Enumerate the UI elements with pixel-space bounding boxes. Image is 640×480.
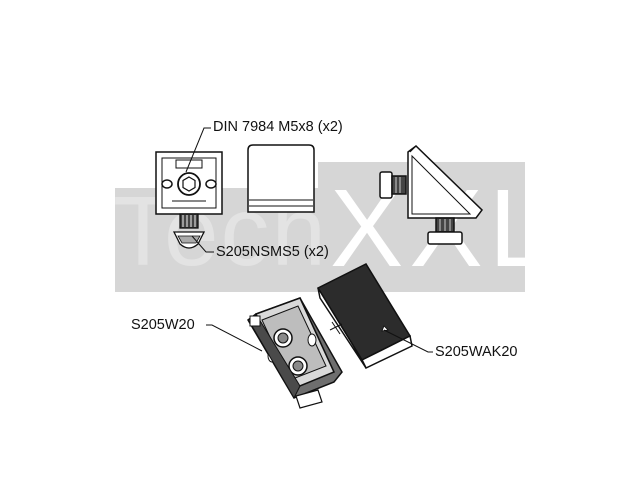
bracket-isometric-view xyxy=(247,297,343,409)
label-slot-nut: S205NSMS5 (x2) xyxy=(216,244,329,260)
bracket-side-view xyxy=(379,145,483,245)
leader-lines xyxy=(185,127,433,353)
bracket-front-view xyxy=(155,151,223,215)
leader-screw xyxy=(185,127,211,173)
cover-cap-isometric-view xyxy=(316,263,413,369)
slot-nut-front xyxy=(172,213,206,249)
cover-cap-side-view xyxy=(247,144,315,213)
label-angle-bracket: S205W20 xyxy=(131,317,195,333)
leader-bracket xyxy=(206,324,263,352)
leader-slot-nut xyxy=(191,235,214,253)
label-cover-cap: S205WAK20 xyxy=(435,344,518,360)
label-screw: DIN 7984 M5x8 (x2) xyxy=(213,119,343,135)
leader-cover-cap xyxy=(383,329,433,353)
